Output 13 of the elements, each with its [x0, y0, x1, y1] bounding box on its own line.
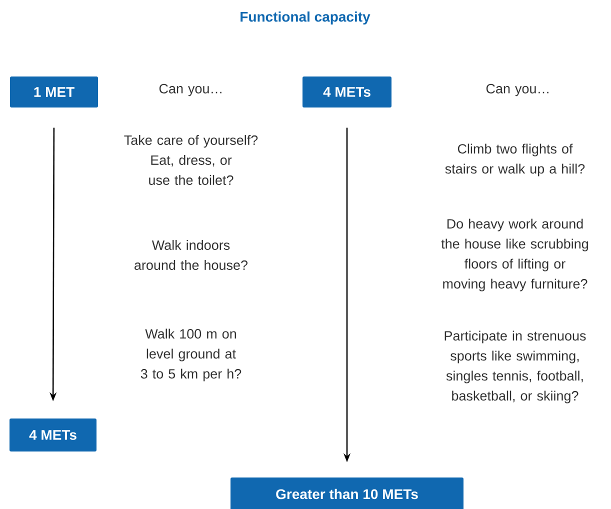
title: Functional capacity — [240, 11, 370, 25]
level-box: Greater than 10 METs — [230, 478, 464, 509]
question-text: Can you… — [159, 84, 222, 96]
question-text: Climb two flights of stairs or walk up a hill? — [445, 144, 585, 176]
question-text: Walk indoors around the house? — [134, 240, 248, 270]
question-text: Take care of yourself? Eat, dress, or use the toilet? — [124, 135, 258, 185]
level-box: 4 METs — [10, 418, 96, 452]
question-text: Participate in strenuous sports like swimming, singles tennis, football, basketball, or skiing? — [444, 330, 586, 404]
level-box: 4 METs — [302, 76, 392, 108]
level-box: 1 MET — [10, 76, 98, 108]
question-text: Do heavy work around the house like scrubbing floors of lifting or moving heavy furniture? — [441, 218, 588, 292]
question-text: Walk 100 m on level ground at 3 to 5 km per h? — [140, 328, 242, 382]
question-text: Can you… — [486, 84, 548, 96]
